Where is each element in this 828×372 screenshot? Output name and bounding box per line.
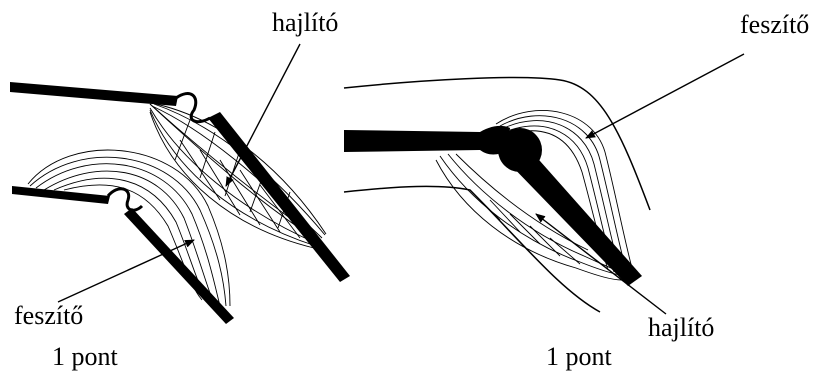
left-joint-hook (176, 94, 210, 122)
right-upper-bone (344, 126, 510, 155)
right-lower-bone (506, 152, 642, 286)
right-joint-illustration (344, 78, 650, 312)
left-extensor-arrow (58, 240, 194, 302)
right-extensor-arrow (586, 54, 744, 138)
left-flexor-arrow (226, 44, 300, 186)
left-lower-joint-hook (108, 189, 142, 211)
right-flexor-label: hajlító (648, 315, 714, 341)
left-lower-diagonal-bone (124, 208, 234, 324)
left-point-label: 1 pont (52, 344, 118, 370)
right-flexor-arrow (536, 214, 666, 314)
right-extensor-label: feszítő (740, 12, 809, 38)
right-point-label: 1 pont (546, 344, 612, 370)
left-joint-illustration (10, 82, 350, 324)
left-upper-bone (10, 82, 178, 106)
left-extensor-label: feszítő (14, 303, 83, 329)
left-flexor-label: hajlító (272, 10, 338, 36)
left-foot-bone (12, 186, 110, 204)
